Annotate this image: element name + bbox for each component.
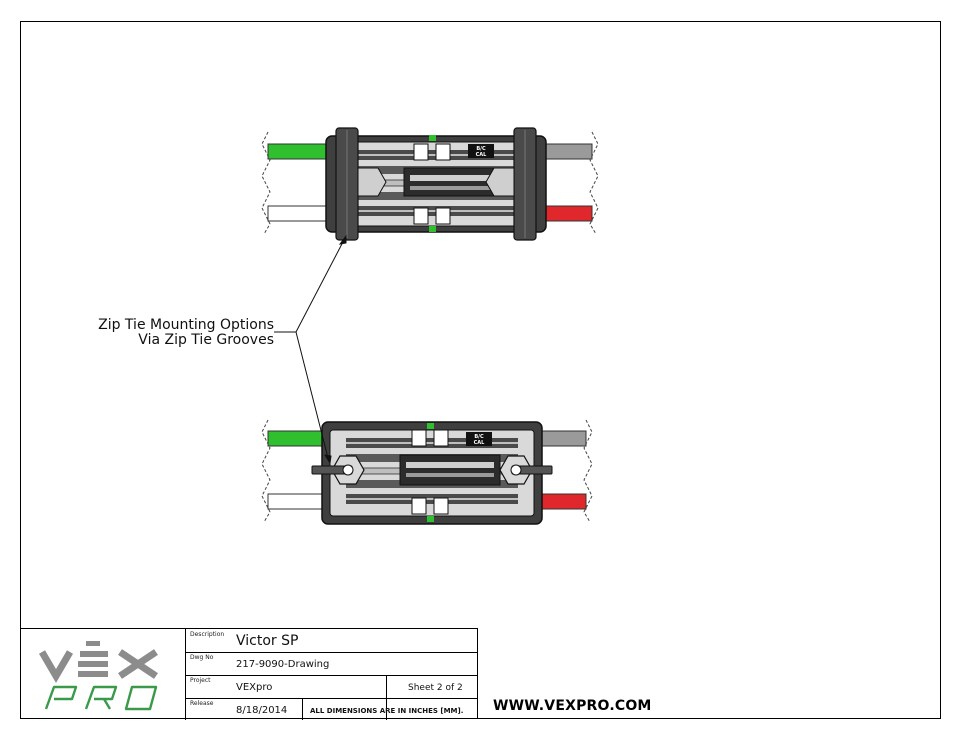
- units-note: ALL DIMENSIONS ARE IN INCHES [MM].: [310, 707, 464, 715]
- red-wire-bottom: [539, 493, 587, 510]
- white-wire-top: [267, 205, 331, 222]
- description-label: Description: [190, 631, 225, 638]
- controller-top-view: B/C CAL: [261, 127, 599, 241]
- green-wire-bottom: [267, 430, 327, 447]
- title-block: Description Victor SP Dwg No 217-9090-Dr…: [20, 628, 478, 720]
- release-date: 8/18/2014: [236, 705, 288, 716]
- controller-bottom-view: B/C CAL: [261, 419, 593, 525]
- bc-label-bottom: B/C: [474, 434, 484, 440]
- dwg-no-value: 217-9090-Drawing: [236, 659, 330, 670]
- zip-tie-callout: Zip Tie Mounting Options Via Zip Tie Gro…: [62, 318, 274, 348]
- drawing-sheet-border: [20, 21, 941, 719]
- project-value: VEXpro: [236, 682, 273, 693]
- dwg-no-label: Dwg No: [190, 654, 214, 661]
- white-wire-bottom: [267, 493, 327, 510]
- green-wire-top: [267, 143, 331, 160]
- release-label: Release: [190, 700, 214, 707]
- gray-wire-top: [539, 143, 593, 160]
- callout-line-2: Via Zip Tie Grooves: [138, 332, 274, 348]
- callout-line-1: Zip Tie Mounting Options: [98, 317, 274, 333]
- cal-label-bottom: CAL: [474, 440, 486, 446]
- callout-leader-lines: [274, 234, 347, 465]
- description-value: Victor SP: [236, 633, 299, 649]
- website-url: WWW.VEXPRO.COM: [493, 698, 652, 714]
- logo-cell: [20, 629, 186, 720]
- project-label: Project: [190, 677, 211, 684]
- gray-wire-bottom: [539, 430, 587, 447]
- red-wire-top: [539, 205, 593, 222]
- bc-label-top: B/C: [476, 146, 486, 152]
- cal-label-top: CAL: [476, 152, 488, 158]
- sheet-number: Sheet 2 of 2: [408, 683, 463, 693]
- vexpro-logo: [38, 641, 158, 711]
